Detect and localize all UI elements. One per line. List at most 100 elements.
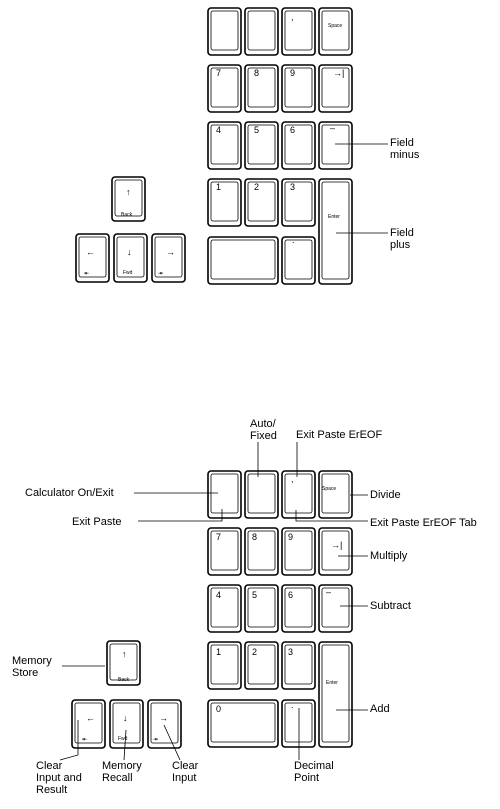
five-key-label: 5 <box>254 125 260 135</box>
fwd-key-label-2: Fwd <box>118 736 128 742</box>
fast-left-icon-2: ↞ <box>82 737 88 743</box>
space-key-label: Space <box>328 23 343 29</box>
field-minus-callout: Field minus <box>390 137 420 161</box>
bottom-five-key <box>244 584 279 633</box>
exit-paste-ereof-tab-leader <box>295 510 368 522</box>
top-five-key <box>244 121 279 170</box>
exit-paste-ereof-callout: Exit Paste ErEOF <box>296 429 383 441</box>
top-cursor-left-key <box>75 233 110 283</box>
fwd-key-label: Fwd <box>123 270 133 276</box>
add-callout: Add <box>370 703 390 715</box>
six-key-label-2: 6 <box>288 590 294 600</box>
top-cursor-right-key <box>151 233 186 283</box>
bottom-zero-key <box>207 699 279 748</box>
calculator-on-exit-callout: Calculator On/Exit <box>25 487 114 499</box>
bottom-blank1-key <box>207 470 242 519</box>
nine-key-label: 9 <box>290 68 296 78</box>
one-key-label-2: 1 <box>216 647 222 657</box>
fast-right-icon-2: ↠ <box>153 737 159 743</box>
divide-callout: Divide <box>370 489 401 501</box>
comma-key-label-2: , <box>291 474 294 484</box>
auto-fixed-callout: Auto/ Fixed <box>250 418 277 442</box>
down-arrow-icon: ↓ <box>127 247 132 257</box>
comma-key-label: , <box>291 12 294 22</box>
top-comma-key <box>281 7 316 56</box>
bottom-decimal-key <box>281 699 316 748</box>
fast-right-icon: ↠ <box>158 271 164 277</box>
memory-store-callout: Memory Store <box>12 655 52 679</box>
fast-left-icon: ↞ <box>84 271 90 277</box>
exit-paste-leader <box>138 509 223 522</box>
bottom-four-key <box>207 584 242 633</box>
bottom-tab-key <box>318 527 353 576</box>
six-key-label: 6 <box>290 125 296 135</box>
top-four-key <box>207 121 242 170</box>
top-blank1-key <box>207 7 242 56</box>
up-arrow-icon: ↑ <box>126 187 131 197</box>
minus-key-label: – <box>330 123 336 133</box>
four-key-label-2: 4 <box>216 590 222 600</box>
clear-input-leader <box>163 724 181 761</box>
five-key-label-2: 5 <box>252 590 258 600</box>
bottom-three-key <box>281 641 316 690</box>
space-key-label-2: Space <box>322 486 337 492</box>
top-six-key <box>281 121 316 170</box>
bottom-two-key <box>244 641 279 690</box>
tab-key-label-2: →| <box>331 540 343 550</box>
top-two-key <box>244 178 279 227</box>
bottom-cursor-back-key <box>106 640 141 686</box>
back-key-label: Back <box>121 212 133 218</box>
tab-key-label: →| <box>333 68 345 78</box>
top-blank2-key <box>244 7 279 56</box>
two-key-label-2: 2 <box>252 647 258 657</box>
bottom-six-key <box>281 584 316 633</box>
left-arrow-icon-2: ← <box>86 713 95 723</box>
two-key-label: 2 <box>254 182 260 192</box>
bottom-minus-key <box>318 584 353 633</box>
bottom-cursor-fwd-key <box>109 699 144 749</box>
top-nine-key <box>281 64 316 113</box>
seven-key-label-2: 7 <box>216 532 222 542</box>
four-key-label: 4 <box>216 125 222 135</box>
top-enter-key <box>318 178 353 285</box>
bottom-eight-key <box>244 527 279 576</box>
enter-key-label-2: Enter <box>326 680 338 686</box>
three-key-label: 3 <box>290 182 296 192</box>
top-seven-key <box>207 64 242 113</box>
top-cursor-back-key <box>111 176 146 222</box>
top-space-key <box>318 7 353 56</box>
bottom-blank2-key <box>244 470 279 519</box>
zero-key-label-2: 0 <box>216 704 222 714</box>
bottom-seven-key <box>207 527 242 576</box>
top-three-key <box>281 178 316 227</box>
top-zero-key <box>207 236 279 285</box>
top-minus-key <box>318 121 353 170</box>
minus-key-label-2: – <box>326 587 332 597</box>
bottom-enter-key <box>318 641 353 748</box>
field-plus-callout: Field plus <box>390 227 414 251</box>
bottom-cursor-right-key <box>147 699 182 749</box>
eight-key-label: 8 <box>254 68 260 78</box>
right-arrow-icon-2: → <box>159 713 168 723</box>
top-eight-key <box>244 64 279 113</box>
decimal-key-label-2: . <box>291 700 294 710</box>
up-arrow-icon-2: ↑ <box>122 649 127 659</box>
exit-paste-callout: Exit Paste <box>72 516 122 528</box>
top-cursor-fwd-key <box>113 233 148 283</box>
top-decimal-key <box>281 236 316 285</box>
enter-key-label: Enter <box>328 214 340 220</box>
clear-input-and-result-leader <box>59 720 79 761</box>
nine-key-label-2: 9 <box>288 532 294 542</box>
top-tab-key <box>318 64 353 113</box>
decimal-key-label: . <box>292 235 295 245</box>
down-arrow-icon-2: ↓ <box>123 713 128 723</box>
bottom-cursor-left-key <box>71 699 106 749</box>
top-one-key <box>207 178 242 227</box>
seven-key-label: 7 <box>216 68 222 78</box>
multiply-callout: Multiply <box>370 550 408 562</box>
right-arrow-icon: → <box>166 247 175 257</box>
bottom-one-key <box>207 641 242 690</box>
decimal-point-callout: Decimal Point <box>294 760 334 784</box>
